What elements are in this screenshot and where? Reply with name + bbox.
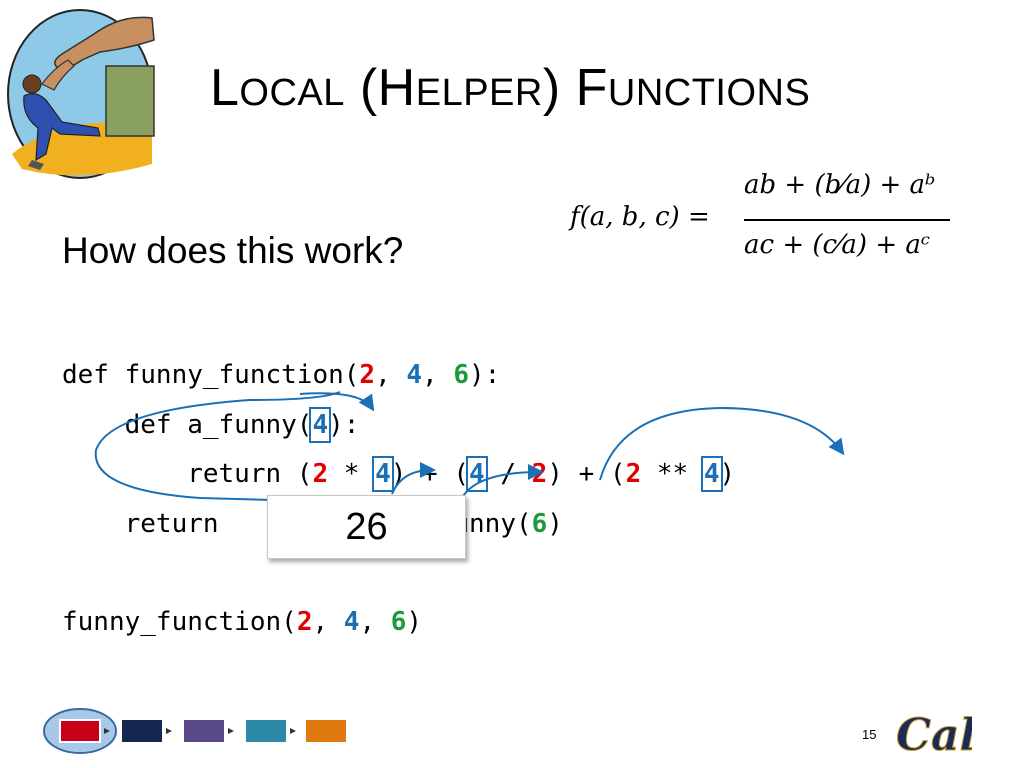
nav-arrow [290,728,296,734]
nav-arrow [104,728,110,734]
nav-arrow [166,728,172,734]
nav-purple [184,720,224,742]
formula-numerator: ab + (b⁄a) + aᵇ [744,170,936,200]
nav-red [59,719,101,743]
arrow-to-second-4 [459,464,544,503]
nav-teal [246,720,286,742]
question-text: How does this work? [62,230,404,271]
arrow-into-def [299,392,375,412]
arg-box: 4 [700,456,723,492]
nav-arrow [228,728,234,734]
formula-lhs: f(a, b, c) = [570,202,710,232]
page-number: 15 [862,727,877,742]
slide-navigation[interactable] [42,706,358,756]
cal-logo: Cal [896,710,973,762]
result-box: 26 [267,495,466,559]
nav-orange [306,720,346,742]
code-line-3: return (2 * 4) + (4 / 2) + (2 ** 4) [62,456,736,492]
arrow-to-third-4 [599,406,845,481]
fraction-bar [744,219,950,221]
code-line-6: funny_function(2, 4, 6) [62,607,423,637]
code-line-1: def funny_function(2, 4, 6): [62,360,501,390]
svg-text:Cal: Cal [896,710,972,761]
helping-hand-clipart [7,9,155,179]
formula-denominator: ac + (c⁄a) + aᶜ [744,230,931,260]
nav-navy [122,720,162,742]
arrow-param-to-def [94,391,341,501]
arg-box: 4 [372,456,394,492]
slide-title: LOCAL (HELPER) FUNCTIONS [210,59,811,117]
arrow-to-first-4 [391,462,436,495]
code-line-2: def a_funny(4): [62,407,360,443]
arg-box: 4 [466,456,488,492]
arg-box: 4 [309,407,332,443]
formula: f(a, b, c) = ab + (b⁄a) + aᵇ ac + (c⁄a) … [568,168,958,278]
